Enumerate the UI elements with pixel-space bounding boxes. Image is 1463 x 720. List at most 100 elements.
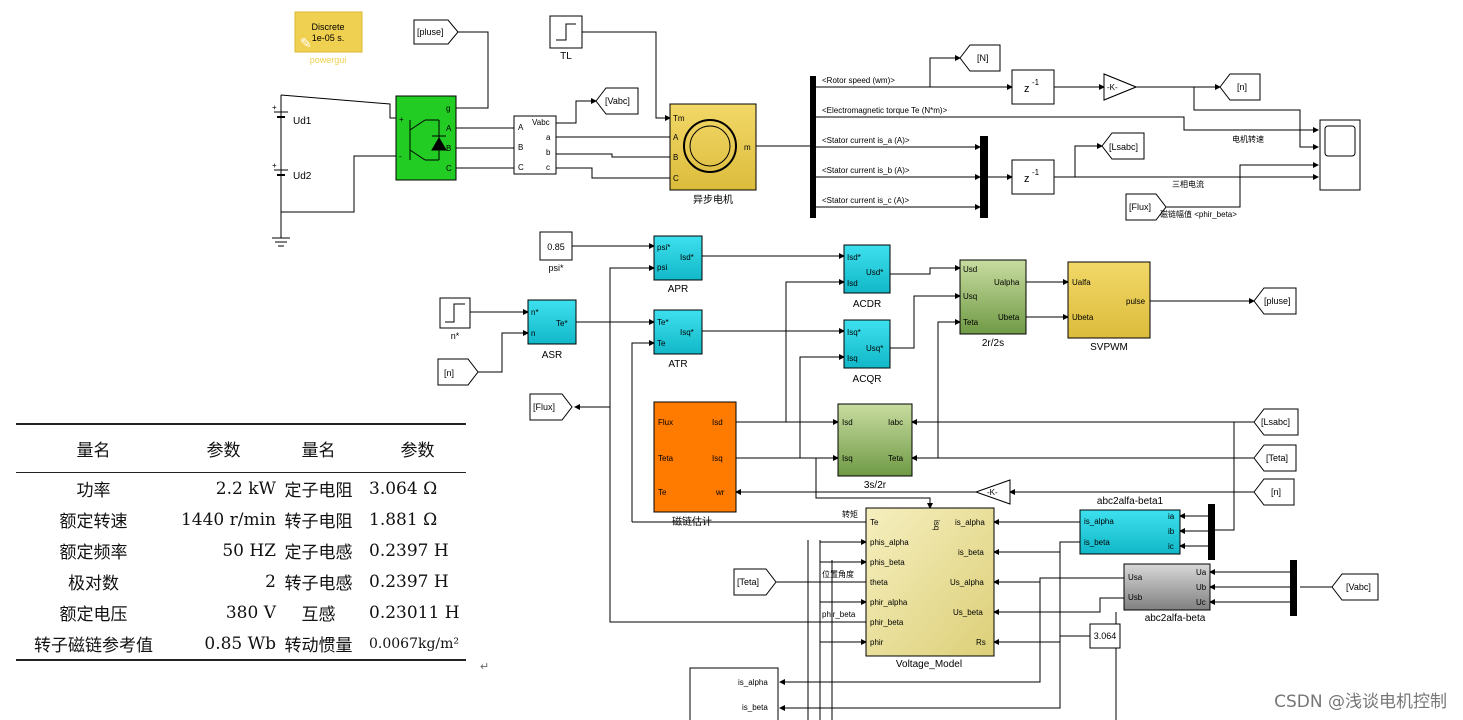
svg-text:<Rotor speed (wm)>: <Rotor speed (wm)> xyxy=(822,76,895,85)
from-n-right[interactable]: [n] xyxy=(1253,478,1295,506)
abc-demux-voltage[interactable] xyxy=(1290,560,1297,616)
svg-text:ia: ia xyxy=(1168,512,1175,521)
flux-estimator-block[interactable]: Flux Teta Te Isd Isq wr 磁链估计 xyxy=(653,401,737,528)
from-vabc-right[interactable]: [Vabc] xyxy=(1331,573,1379,601)
svg-text:a: a xyxy=(546,133,551,142)
table-cell: 定子电感 xyxy=(284,543,353,563)
svg-text:Usa: Usa xyxy=(1128,573,1143,582)
scope-screen-icon xyxy=(1324,125,1356,157)
scope-labels: 电机转速 三相电流 磁链幅值 <phir_beta> xyxy=(1160,134,1264,219)
svpwm-block[interactable]: Ualfa Ubeta pulse SVPWM xyxy=(1067,261,1151,353)
scope-block[interactable] xyxy=(1319,119,1361,191)
atr-block[interactable]: Te* Te Isq* ATR xyxy=(653,309,703,370)
goto-flux-left[interactable]: [Flux] xyxy=(529,393,573,421)
paragraph-return-mark: ↵ xyxy=(480,661,490,673)
goto-teta-left[interactable]: [Teta] xyxy=(733,568,777,596)
svg-text:Te: Te xyxy=(657,339,666,348)
svg-text:theta: theta xyxy=(870,578,888,587)
svg-text:psi*: psi* xyxy=(657,243,670,252)
inverter-block[interactable]: g A B C + - xyxy=(395,95,457,181)
svg-text:电机转速: 电机转速 xyxy=(1232,134,1264,144)
svg-text:0.85: 0.85 xyxy=(547,242,565,252)
svg-text:C: C xyxy=(446,164,452,173)
abc2ab1-block[interactable]: abc2alfa-beta1 is_alpha is_beta ia ib ic xyxy=(1079,496,1181,555)
goto-N[interactable]: [N] xyxy=(959,44,1001,72)
unit-delay-speed[interactable]: z -1 xyxy=(1011,69,1055,105)
svg-text:[n]: [n] xyxy=(1237,82,1247,92)
svg-text:is_alpha: is_alpha xyxy=(955,518,985,527)
acdr-block[interactable]: Isd* Isd Usd* ACDR xyxy=(843,244,891,310)
table-cell: 功率 xyxy=(76,481,111,501)
goto-pluse-top[interactable]: [pluse] xyxy=(413,19,459,45)
table-row: 额定频率 50 HZ 定子电感 0.2397 H xyxy=(16,535,466,566)
apr-block[interactable]: psi* psi Isd* APR xyxy=(653,235,703,295)
acqr-block[interactable]: Isq* Isq Usq* ACQR xyxy=(843,319,891,385)
const-psi[interactable]: 0.85 psi* xyxy=(539,231,573,273)
from-lsabc-right[interactable]: [Lsabc] xyxy=(1253,408,1299,436)
svg-text:is_alpha: is_alpha xyxy=(738,678,768,687)
svg-text:n*: n* xyxy=(531,308,539,317)
svg-text:Ud1: Ud1 xyxy=(293,116,312,127)
svg-text:Isd*: Isd* xyxy=(680,253,694,262)
table-cell: 2 xyxy=(265,571,276,592)
svg-text:Usq*: Usq* xyxy=(866,344,883,353)
svg-text:phir_alpha: phir_alpha xyxy=(870,598,908,607)
svg-text:Isq*: Isq* xyxy=(680,328,694,337)
goto-n-top[interactable]: [n] xyxy=(1219,73,1261,101)
svg-text:Isq: Isq xyxy=(847,354,858,363)
step-tl-block[interactable]: TL xyxy=(549,15,583,62)
svg-text:Ualfa: Ualfa xyxy=(1072,278,1091,287)
svg-text:[Lsabc]: [Lsabc] xyxy=(1109,142,1138,152)
bus-selector[interactable] xyxy=(810,76,816,218)
igbt-icon xyxy=(409,119,447,161)
table-header-cell: 参数 xyxy=(171,423,276,473)
table-cell: 转子电感 xyxy=(284,574,353,594)
const-rs[interactable]: 3.064 xyxy=(1089,623,1121,649)
dc-source-ud1[interactable]: + Ud1 xyxy=(272,103,312,127)
svg-text:n*: n* xyxy=(451,331,460,341)
step-n-block[interactable]: n* xyxy=(439,297,471,341)
bottom-subsystem-block[interactable]: is_alpha is_beta xyxy=(689,667,779,720)
svg-text:Usb: Usb xyxy=(1128,593,1143,602)
svg-text:Usd: Usd xyxy=(963,265,977,274)
from-teta-right[interactable]: [Teta] xyxy=(1253,444,1297,472)
svg-text:c: c xyxy=(546,163,550,172)
from-n-asr[interactable]: [n] xyxy=(437,358,479,386)
goto-pluse-right[interactable]: [pluse] xyxy=(1253,287,1297,315)
svg-text:Rs: Rs xyxy=(976,638,986,647)
voltage-measurement-block[interactable]: A B C Vabc a b c xyxy=(513,115,557,175)
unit-delay-current[interactable]: z -1 xyxy=(1011,159,1055,195)
voltage-model-block[interactable]: Te phis_alpha phis_beta theta phir_alpha… xyxy=(865,507,995,670)
current-mux[interactable] xyxy=(980,136,988,218)
r2s2-block[interactable]: Usd Usq Teta Ualpha Ubeta 2r/2s xyxy=(959,259,1027,349)
svg-text:Usd*: Usd* xyxy=(866,268,883,277)
s3r2-block[interactable]: Isd Isq Iabc Teta 3s/2r xyxy=(837,403,913,491)
svg-text:-: - xyxy=(399,152,402,161)
gain-wr[interactable]: -K- xyxy=(974,479,1011,505)
svg-text:z: z xyxy=(1024,173,1030,185)
gain-speed[interactable]: -K- xyxy=(1103,73,1138,101)
svg-text:磁链估计: 磁链估计 xyxy=(672,515,712,528)
svg-text:phir: phir xyxy=(870,638,884,647)
svg-text:A: A xyxy=(673,133,679,142)
async-motor-block[interactable]: Tm A B C m 异步电机 xyxy=(669,103,757,206)
powergui-block[interactable]: Discrete 1e-05 s. powergui ✎ xyxy=(294,11,363,65)
dc-source-ud2[interactable]: + Ud2 xyxy=(272,161,312,182)
abc-demux-current[interactable] xyxy=(1208,504,1215,560)
svg-text:Te: Te xyxy=(870,518,879,527)
from-flux-top[interactable]: [Flux] xyxy=(1125,193,1167,221)
abc2ab-block[interactable]: Usa Usb Ua Ub Uc abc2alfa-beta xyxy=(1123,563,1211,624)
goto-vabc[interactable]: [Vabc] xyxy=(595,87,639,115)
svg-text:ib: ib xyxy=(1168,527,1175,536)
svg-text:phir_beta: phir_beta xyxy=(870,618,904,627)
asr-block[interactable]: n* n Te* ASR xyxy=(527,299,577,361)
table-cell: 转子电阻 xyxy=(284,512,353,532)
svg-text:A: A xyxy=(446,124,452,133)
table-cell: 3.064 Ω xyxy=(369,478,438,499)
svg-text:Us_beta: Us_beta xyxy=(953,608,983,617)
svg-text:Ua: Ua xyxy=(1196,568,1207,577)
goto-lsabc-top[interactable]: [Lsabc] xyxy=(1101,132,1145,160)
svg-text:[pluse]: [pluse] xyxy=(1264,296,1291,306)
svg-text:wr: wr xyxy=(715,488,725,497)
svg-text:powergui: powergui xyxy=(310,55,347,65)
